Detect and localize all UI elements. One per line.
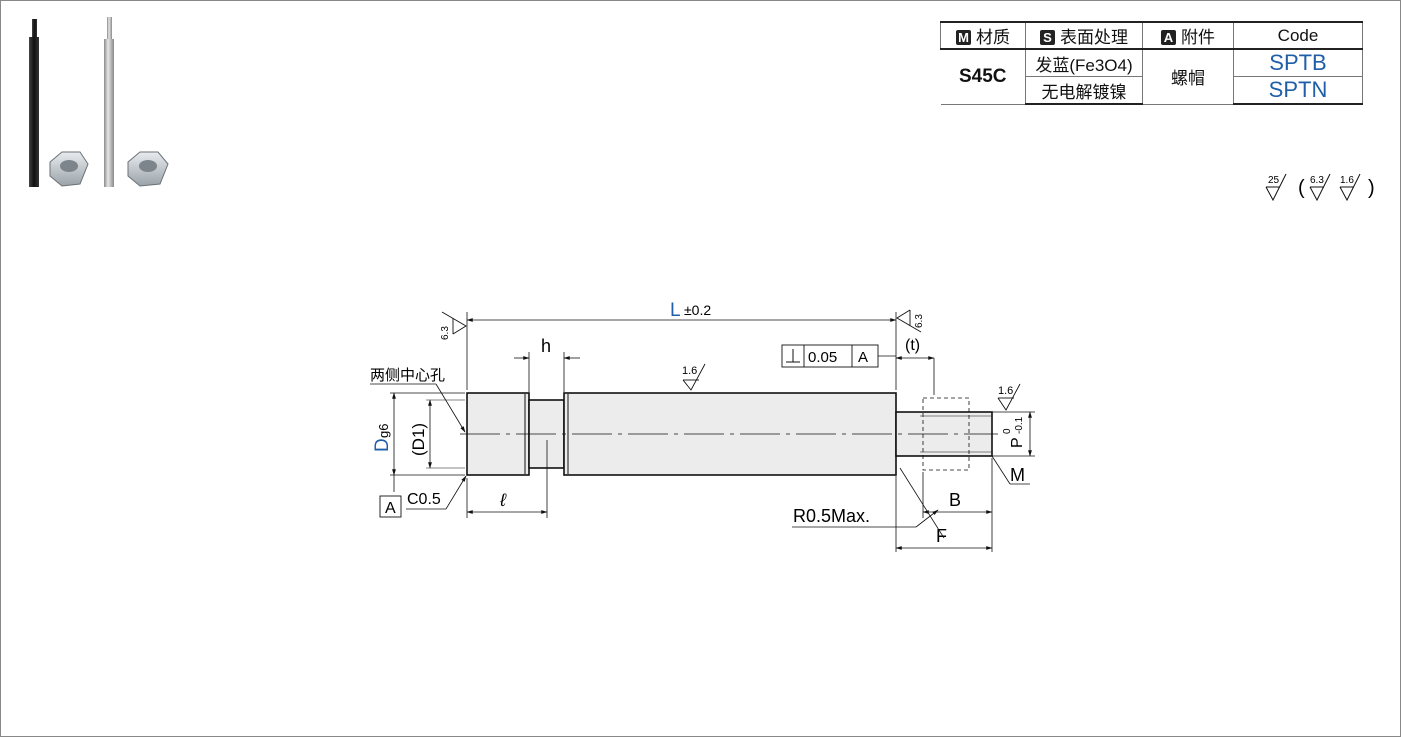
black-pin-rod [29, 19, 39, 187]
surface-finish-legend: 25 ( 6.3 1.6 ) [1265, 173, 1375, 202]
steel-pin-rod [104, 17, 114, 187]
header-accessory: A 附件 [1142, 21, 1234, 50]
surface-cell: 无电解镀镍 [1025, 76, 1143, 105]
roughness-thread-value: 1.6 [998, 385, 1013, 397]
header-material: M 材质 [940, 21, 1026, 50]
roughness-end-right-value: 6.3 [914, 314, 925, 328]
center-hole-leader-arrow [435, 383, 466, 433]
roughness-end-right [896, 309, 922, 333]
F-leader [899, 467, 945, 539]
surface-cell: 发蓝(Fe3O4) [1025, 48, 1143, 77]
spec-table: M 材质 S 表面处理 A 附件 Code S45C 发蓝(Fe3O4) 螺帽 SPT… [940, 21, 1363, 105]
M-leader [991, 455, 1011, 485]
header-surface: S 表面处理 [1025, 21, 1143, 50]
finish-triangle-general [1265, 173, 1287, 202]
accessory-cell: 螺帽 [1142, 48, 1234, 105]
finish-exception-1: 6.3 [1310, 175, 1324, 186]
datum-label: A [385, 500, 396, 517]
spec-table-header: M 材质 S 表面处理 A 附件 Code [940, 21, 1363, 50]
roughness-body-value: 1.6 [682, 365, 697, 377]
datum-box [379, 495, 402, 518]
radius-leader-arrow [915, 509, 939, 528]
open-paren: ( [1298, 177, 1305, 199]
chamfer-note: C0.5 [407, 491, 441, 508]
roughness-end-left [441, 311, 467, 335]
material-cell: S45C [940, 48, 1026, 105]
roughness-thread [997, 383, 1021, 411]
table-row: S45C 发蓝(Fe3O4) 螺帽 SPTB [940, 48, 1363, 105]
L-tolerance: ±0.2 [684, 302, 711, 318]
accessory-badge-icon: A [1161, 30, 1176, 45]
header-code: Code [1233, 21, 1363, 50]
technical-drawing: L ±0.2 6.3 6.3 h 1.6 0.05 A (t) 1.6 P 0 … [370, 300, 1035, 552]
roughness-body [682, 363, 706, 391]
t-label: (t) [905, 337, 920, 354]
D-fit: g6 [376, 424, 391, 438]
surface-badge-icon: S [1040, 30, 1055, 45]
code-link-sptb[interactable]: SPTB [1233, 48, 1363, 77]
l-label: ℓ [499, 490, 507, 510]
header-accessory-label: 附件 [1181, 28, 1215, 47]
D-label: D [372, 438, 393, 452]
finish-general-value: 25 [1268, 175, 1280, 186]
code-link-sptn[interactable]: SPTN [1233, 76, 1363, 105]
L-label: L [670, 300, 681, 321]
center-hole-note: 两侧中心孔 [370, 367, 445, 384]
perpendicularity-datum: A [858, 349, 868, 366]
close-paren: ) [1368, 177, 1375, 199]
product-photo [29, 17, 169, 187]
steel-pin-nut [127, 151, 169, 187]
roughness-end-left-value: 6.3 [440, 326, 451, 340]
h-label: h [541, 336, 551, 356]
P-tolerance-lower: -0.1 [1014, 416, 1025, 434]
table-row: 无电解镀镍 SPTN [941, 76, 1363, 105]
chamfer-leader-arrow [445, 475, 467, 510]
finish-triangle-6-3 [1309, 173, 1331, 202]
finish-triangle-1-6 [1339, 173, 1361, 202]
F-label: F [936, 526, 947, 546]
perpendicularity-value: 0.05 [808, 349, 837, 366]
header-code-label: Code [1277, 25, 1319, 45]
P-tolerance-upper: 0 [1002, 428, 1013, 434]
B-label: B [949, 490, 961, 510]
P-label: P [1009, 437, 1026, 448]
finish-exception-2: 1.6 [1340, 175, 1354, 186]
black-pin-nut [49, 151, 89, 187]
header-material-label: 材质 [976, 28, 1010, 47]
M-label: M [1010, 465, 1025, 485]
radius-note: R0.5Max. [793, 506, 870, 526]
material-badge-icon: M [956, 30, 971, 45]
D1-label: (D1) [409, 423, 428, 456]
header-surface-label: 表面处理 [1060, 28, 1128, 47]
